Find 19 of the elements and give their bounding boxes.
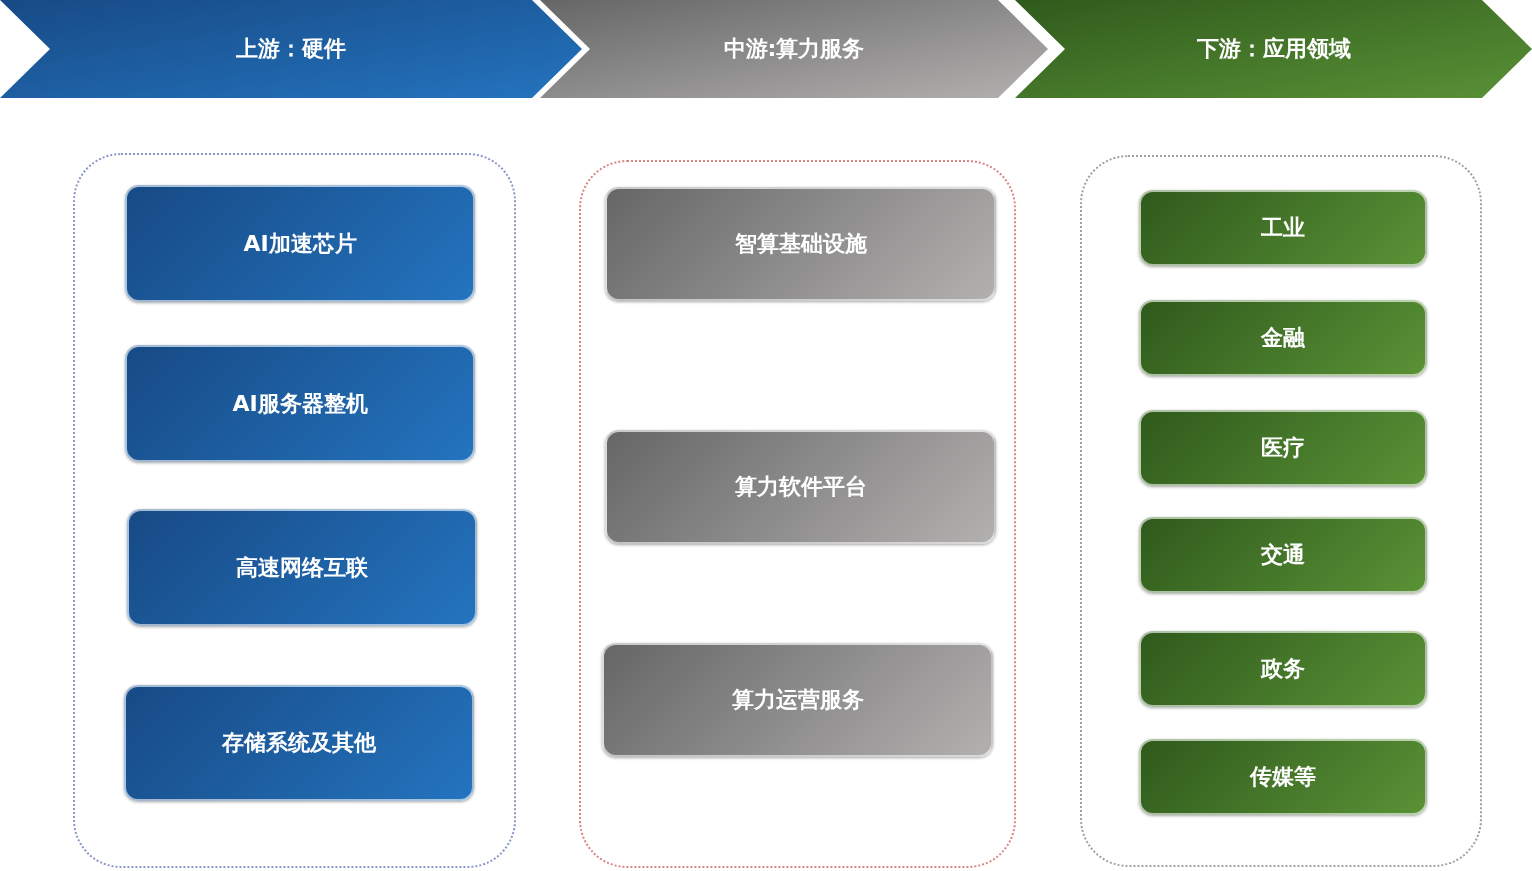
dotted-panel: [579, 160, 1016, 868]
category-box: 交通: [1139, 517, 1427, 593]
category-box: 工业: [1139, 190, 1427, 266]
banner-title: 上游：硬件: [236, 35, 346, 63]
category-box: 智算基础设施: [605, 187, 996, 301]
category-box: AI服务器整机: [125, 345, 475, 462]
dotted-panel: [73, 153, 516, 868]
category-box: 高速网络互联: [127, 509, 477, 626]
banner-title: 中游:算力服务: [723, 35, 865, 63]
category-box: 存储系统及其他: [124, 685, 474, 801]
banner-title: 下游：应用领域: [1196, 35, 1351, 63]
category-box: 算力运营服务: [602, 643, 993, 757]
category-box: 传媒等: [1139, 739, 1427, 815]
category-box: 算力软件平台: [605, 430, 996, 544]
category-box: 金融: [1139, 300, 1427, 376]
dotted-panel: [1080, 155, 1482, 867]
category-box: 政务: [1139, 631, 1427, 707]
category-box: 医疗: [1139, 410, 1427, 486]
category-box: AI加速芯片: [125, 185, 475, 302]
